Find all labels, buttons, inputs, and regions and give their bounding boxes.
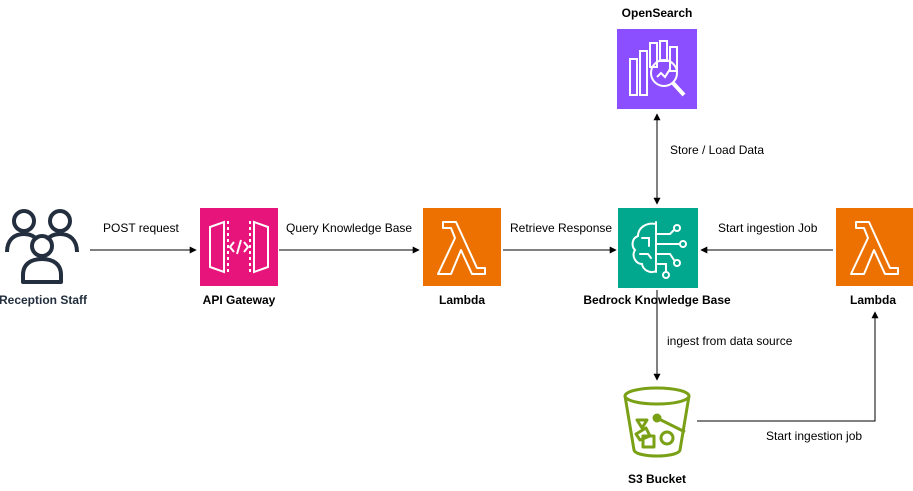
api-gateway-label: API Gateway	[202, 293, 276, 307]
query-kb-label: Query Knowledge Base	[286, 221, 413, 235]
bedrock-kb-label: Bedrock Knowledge Base	[583, 293, 731, 307]
reception-staff-label: Reception Staff	[0, 293, 88, 307]
retrieve-response-label: Retrieve Response	[510, 221, 613, 235]
s3-bucket-label: S3 Bucket	[627, 472, 687, 486]
lambda-icon	[423, 208, 501, 286]
store-load-label: Store / Load Data	[670, 143, 765, 157]
ingest-from-source-label: ingest from data source	[667, 334, 793, 348]
s3-bucket-icon	[623, 386, 691, 458]
api-gateway-icon	[200, 208, 278, 286]
start-ingestion-upper-label: Start ingestion Job	[718, 221, 818, 235]
opensearch-label: OpenSearch	[621, 6, 693, 20]
lambda-ingest-label: Lambda	[849, 293, 897, 307]
edge-start-ingestion-lower	[697, 311, 879, 422]
lambda-icon	[836, 208, 913, 286]
users-icon	[5, 209, 79, 284]
lambda-query-label: Lambda	[438, 293, 486, 307]
post-request-label: POST request	[103, 221, 179, 235]
bedrock-brain-icon	[618, 208, 698, 288]
start-ingestion-lower-label: Start ingestion job	[766, 429, 863, 443]
opensearch-icon	[617, 29, 697, 109]
